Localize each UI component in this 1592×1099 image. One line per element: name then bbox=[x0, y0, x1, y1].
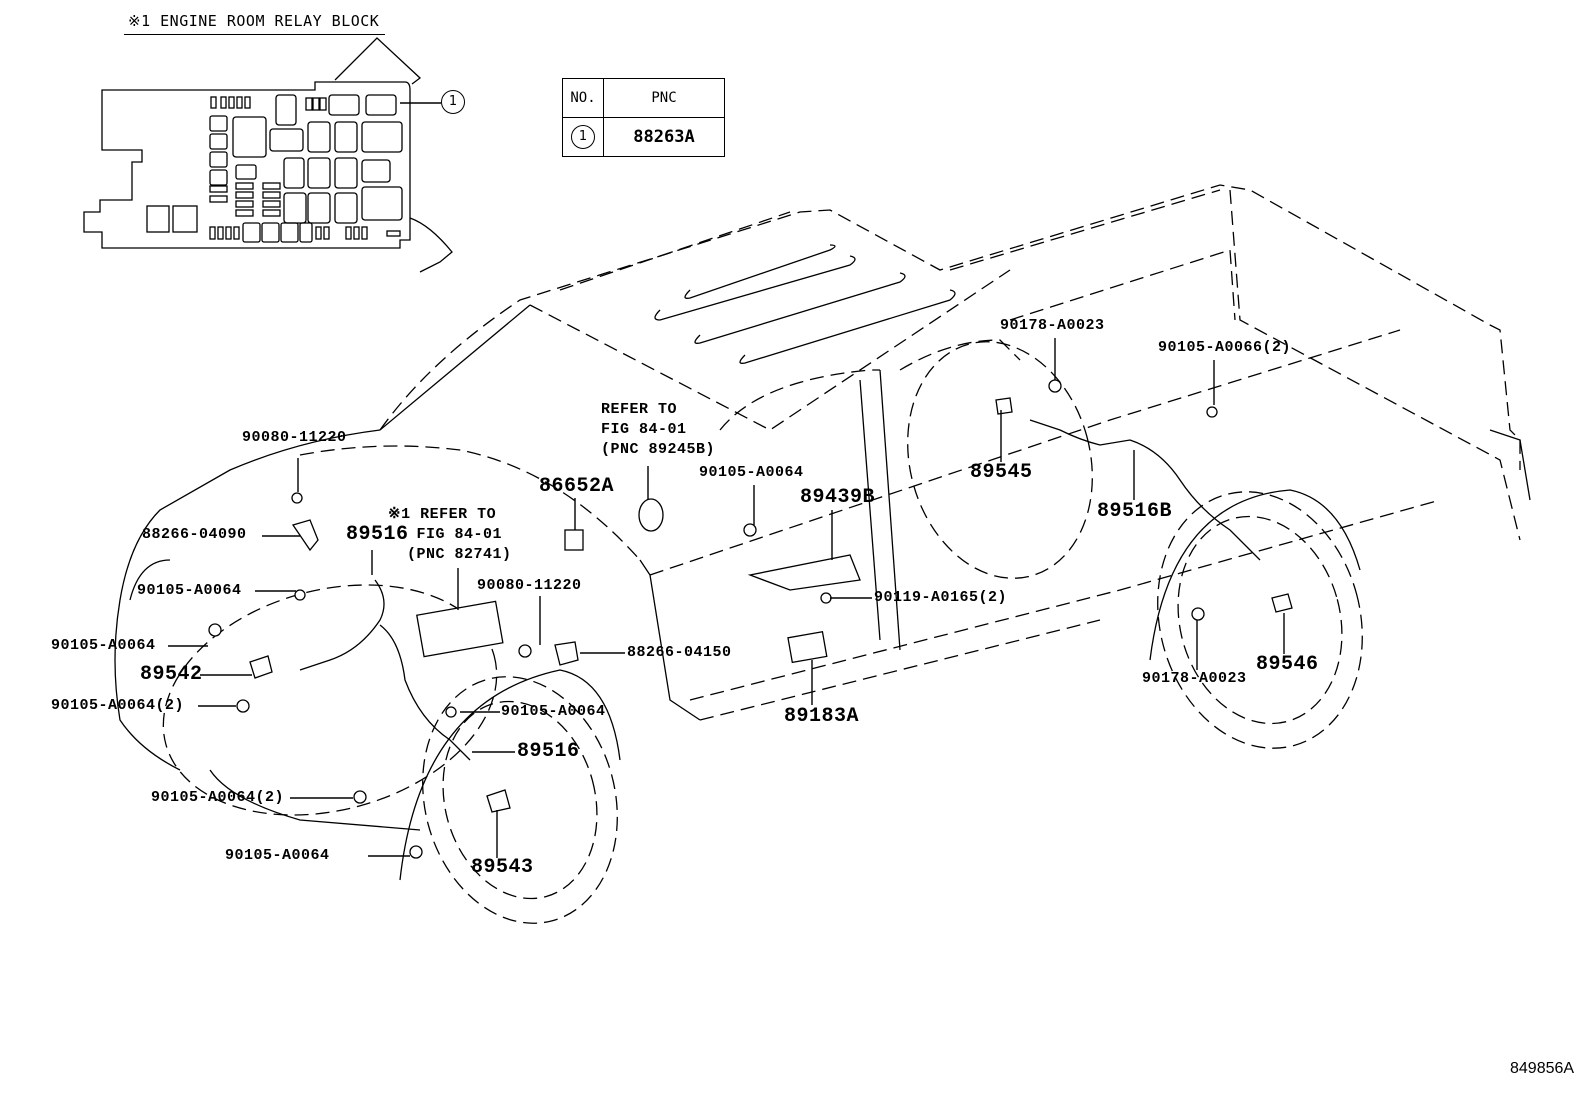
part-label-90080-11220-top[interactable]: 90080-11220 bbox=[242, 429, 347, 446]
truck-body-outline bbox=[114, 184, 1531, 924]
part-label-89516b[interactable]: 89516B bbox=[1097, 500, 1173, 523]
harness-and-parts bbox=[208, 379, 1293, 859]
part-label-90105-a0064-2-b[interactable]: 90105-A0064(2) bbox=[151, 789, 285, 806]
part-label-90105-a0066-2[interactable]: 90105-A0066(2) bbox=[1158, 339, 1292, 356]
pnc-table-row: 1 88263A bbox=[562, 117, 725, 157]
refer-note-mirror: REFER TO FIG 84-01 (PNC 89245B) bbox=[601, 401, 716, 458]
part-label-89183a[interactable]: 89183A bbox=[784, 705, 860, 728]
part-label-89516-top[interactable]: 89516 bbox=[346, 523, 409, 546]
part-label-90178-a0023-top[interactable]: 90178-A0023 bbox=[1000, 317, 1105, 334]
part-label-88266-04150[interactable]: 88266-04150 bbox=[627, 644, 732, 661]
part-label-90105-a0064-b[interactable]: 90105-A0064 bbox=[51, 637, 156, 654]
part-label-89516-mid[interactable]: 89516 bbox=[517, 740, 580, 763]
part-label-89542[interactable]: 89542 bbox=[140, 663, 203, 686]
header-pnc: PNC bbox=[603, 78, 725, 118]
part-label-90119-a0165-2[interactable]: 90119-A0165(2) bbox=[874, 589, 1008, 606]
part-label-86652a[interactable]: 86652A bbox=[539, 475, 615, 498]
part-label-90105-a0064-2-a[interactable]: 90105-A0064(2) bbox=[51, 697, 185, 714]
part-label-90105-a0064-a[interactable]: 90105-A0064 bbox=[137, 582, 242, 599]
part-label-89545[interactable]: 89545 bbox=[970, 461, 1033, 484]
part-label-90105-a0064-c[interactable]: 90105-A0064 bbox=[225, 847, 330, 864]
pnc-table: NO. PNC 1 88263A bbox=[562, 78, 725, 157]
pnc-table-header: NO. PNC bbox=[562, 78, 725, 118]
relay-block-title: ※1 ENGINE ROOM RELAY BLOCK bbox=[124, 12, 386, 35]
part-label-88266-04090[interactable]: 88266-04090 bbox=[142, 526, 247, 543]
part-label-89543[interactable]: 89543 bbox=[471, 856, 534, 879]
row-pnc: 88263A bbox=[603, 117, 725, 157]
part-label-89546[interactable]: 89546 bbox=[1256, 653, 1319, 676]
part-label-90105-a0064-d[interactable]: 90105-A0064 bbox=[501, 703, 606, 720]
part-label-90105-a0064-e[interactable]: 90105-A0064 bbox=[699, 464, 804, 481]
part-label-90178-a0023-bot[interactable]: 90178-A0023 bbox=[1142, 670, 1247, 687]
refer-note-relay: ※1 REFER TO FIG 84-01 (PNC 82741) bbox=[388, 506, 512, 563]
leader-lines bbox=[168, 338, 1285, 858]
row-no-cell: 1 bbox=[562, 117, 604, 157]
relay-block-illustration bbox=[83, 37, 453, 273]
part-label-89439b[interactable]: 89439B bbox=[800, 486, 876, 509]
drawing-number: 849856A bbox=[1510, 1060, 1575, 1077]
callout-marker-1: 1 bbox=[441, 90, 465, 114]
row-no: 1 bbox=[571, 125, 595, 149]
header-no: NO. bbox=[562, 78, 604, 118]
part-label-90080-11220-mid[interactable]: 90080-11220 bbox=[477, 577, 582, 594]
